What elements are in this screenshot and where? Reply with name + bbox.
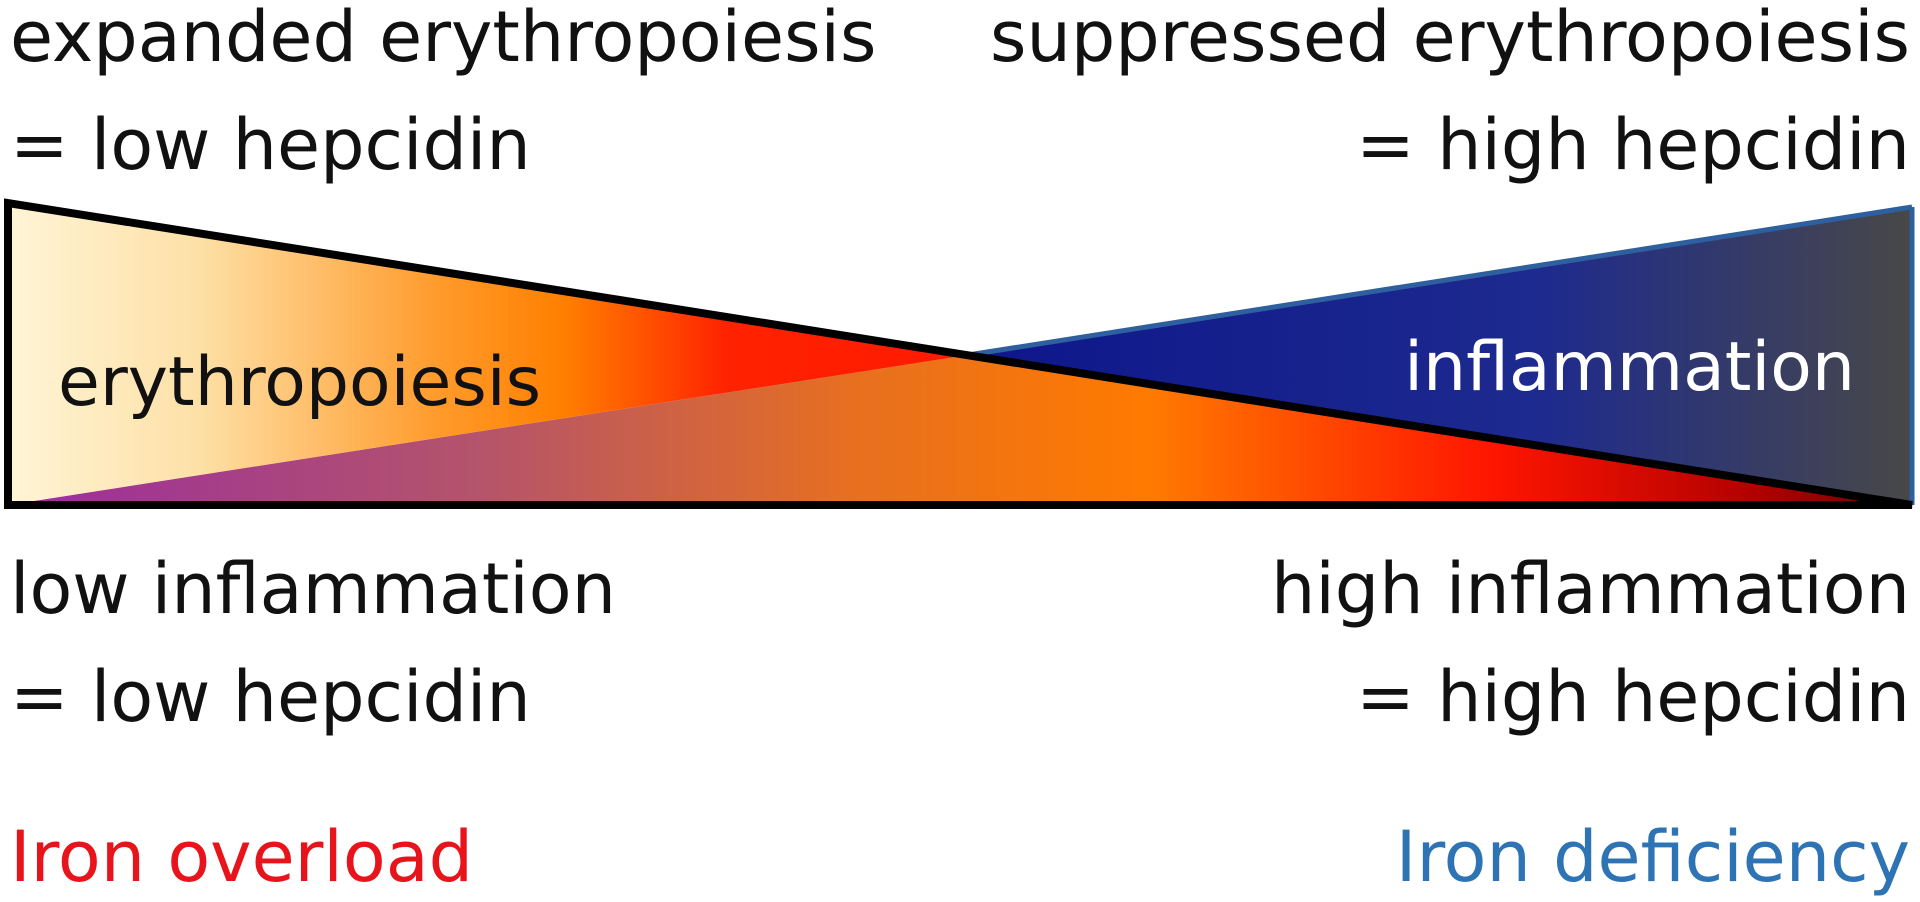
erythropoiesis-label: erythropoiesis xyxy=(58,343,541,422)
inflammation-wedge-edge xyxy=(967,204,1913,358)
inflammation-label: inflammation xyxy=(1404,328,1855,407)
erythropoiesis-outline xyxy=(4,198,1913,509)
inflammation-wedge xyxy=(968,207,1912,505)
suppressed-erythropoiesis-text: suppressed erythropoiesis xyxy=(989,0,1910,78)
high-hepcidin-top-text: = high hepcidin xyxy=(1356,104,1910,186)
erythropoiesis-wedge-upper xyxy=(8,203,968,505)
low-inflammation-text: low inflammation xyxy=(10,548,616,630)
low-hepcidin-bottom-text: = low hepcidin xyxy=(10,656,531,738)
overlap-band xyxy=(8,355,1912,505)
expanded-erythropoiesis-text: expanded erythropoiesis xyxy=(10,0,877,78)
high-inflammation-text: high inflammation xyxy=(1270,548,1910,630)
high-hepcidin-bottom-text: = high hepcidin xyxy=(1356,656,1910,738)
iron-overload-label: Iron overload xyxy=(10,816,474,898)
low-hepcidin-top-text: = low hepcidin xyxy=(10,104,531,186)
iron-deficiency-label: Iron deficiency xyxy=(1395,816,1910,898)
